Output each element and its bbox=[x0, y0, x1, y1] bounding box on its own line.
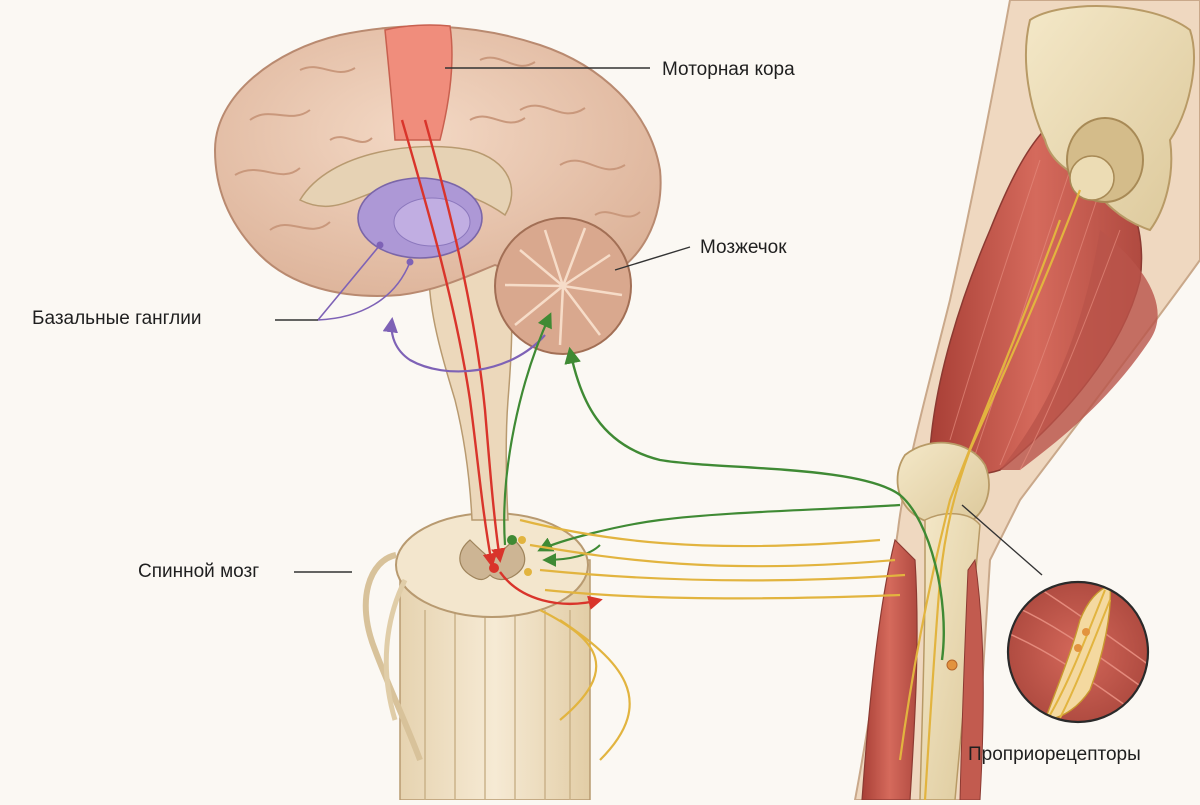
cerebellum-label: Мозжечок bbox=[700, 237, 787, 258]
femoral-head bbox=[1069, 155, 1115, 201]
calf-muscle bbox=[861, 538, 918, 801]
basal-pointer-2 bbox=[317, 261, 411, 321]
dorsal-root-left-2 bbox=[383, 578, 408, 721]
brainstem bbox=[428, 254, 513, 521]
nerve-cell-2 bbox=[524, 568, 532, 576]
cerebellum-input bbox=[503, 312, 552, 546]
basal-pointer-1 bbox=[317, 244, 381, 321]
motor-tract-1 bbox=[400, 119, 498, 568]
basal-loop-path bbox=[382, 316, 546, 373]
spindle-nerve bbox=[1049, 589, 1111, 719]
basal-dot-1 bbox=[376, 241, 384, 249]
spindle-ending-2 bbox=[1082, 628, 1090, 636]
cerebellum-leader bbox=[614, 246, 691, 271]
brain bbox=[213, 24, 662, 521]
label-leaders bbox=[275, 67, 691, 573]
inset-ring bbox=[1006, 580, 1150, 724]
spindle-ending-1 bbox=[1074, 644, 1082, 652]
peripheral-nerves bbox=[518, 518, 906, 761]
motor-output bbox=[499, 571, 603, 610]
proprioceptors-label: Проприорецепторы bbox=[968, 744, 1141, 765]
basal-loop bbox=[317, 241, 546, 373]
leg-nerve bbox=[898, 189, 1082, 801]
sensory-pathway bbox=[503, 312, 958, 671]
reflex-loop bbox=[542, 544, 601, 567]
basal-dot-2 bbox=[406, 258, 414, 266]
nerve-bundle bbox=[519, 518, 906, 761]
basal-ganglia-label: Базальные ганглии bbox=[32, 308, 202, 329]
inset-pointer bbox=[961, 504, 1043, 576]
motor-tract-2 bbox=[423, 119, 506, 563]
cerebellum-folia bbox=[504, 227, 623, 346]
gyri bbox=[234, 56, 641, 231]
motor-cortex-label: Моторная кора bbox=[662, 59, 795, 80]
muscle-fibers bbox=[949, 159, 1121, 471]
nerve-cell-1 bbox=[518, 536, 526, 544]
sensory-to-cord bbox=[537, 503, 901, 552]
cord-ridges bbox=[424, 610, 571, 800]
sensory-ascending bbox=[564, 346, 945, 661]
motor-neuron bbox=[489, 563, 499, 573]
spinal-cord bbox=[362, 512, 591, 801]
dorsal-root-left bbox=[362, 552, 423, 762]
thigh-muscle-2 bbox=[1000, 230, 1158, 470]
tibia-bone bbox=[919, 513, 981, 801]
motor-pathway bbox=[400, 119, 603, 610]
spinal-cord-label: Спинной мозг bbox=[138, 561, 260, 582]
proprio-ending bbox=[946, 659, 958, 671]
motor-cortex bbox=[384, 24, 453, 141]
proprioceptor-inset bbox=[961, 504, 1150, 724]
sensory-neuron bbox=[507, 535, 517, 545]
